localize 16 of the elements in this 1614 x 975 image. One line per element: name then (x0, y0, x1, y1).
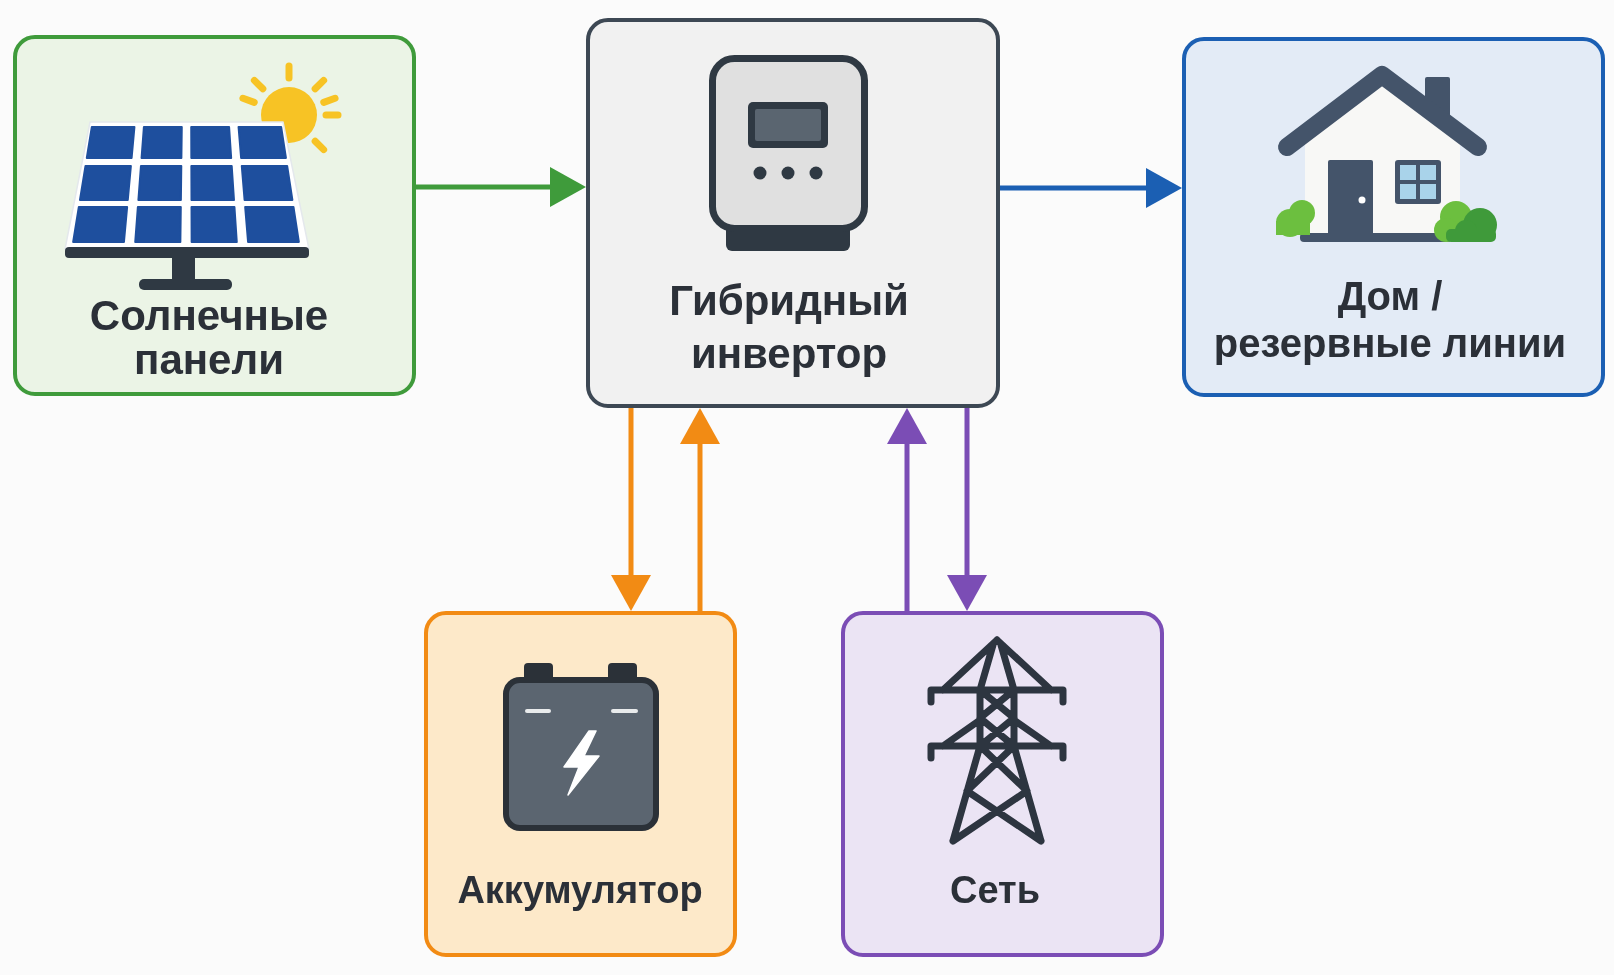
node-label: Сеть (950, 867, 1040, 912)
node-label: Дом / резервные линии (1213, 272, 1567, 367)
arrow (416, 167, 586, 207)
node-label: Гибридный инвертор (669, 275, 909, 379)
arrow (680, 408, 720, 611)
node-box (1182, 37, 1605, 397)
arrow (947, 408, 987, 611)
node-label: Аккумулятор (457, 867, 703, 912)
node-box (13, 35, 416, 396)
node-label: Солнечные панели (89, 294, 329, 383)
node-box (424, 611, 737, 957)
arrow (887, 408, 927, 611)
node-box (586, 18, 1000, 408)
arrow (1000, 168, 1182, 208)
arrow (611, 408, 651, 611)
node-box (841, 611, 1164, 957)
